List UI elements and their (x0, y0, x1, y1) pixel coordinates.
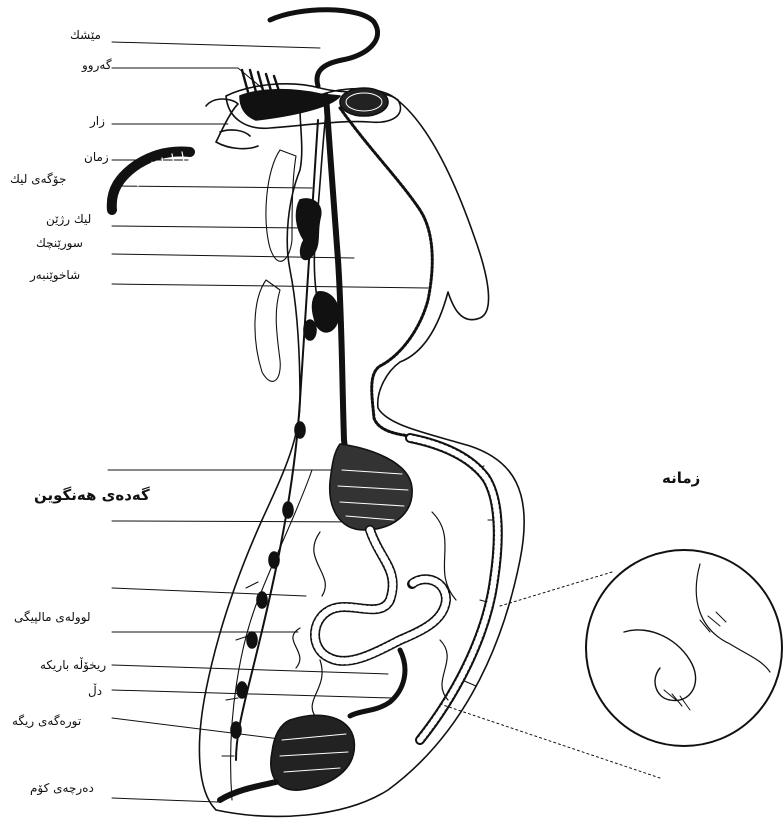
label-pharynx: گەروو (82, 58, 112, 72)
label-esophagus: سورێنچك (36, 236, 83, 250)
honey-stomach (330, 444, 412, 530)
leader-line-heart (112, 690, 392, 698)
label-brain: مێشك (70, 28, 101, 42)
label-small-intestine: ریخۆڵە باریکە (40, 658, 106, 672)
leader-line-small-intestine (112, 665, 388, 674)
leader-line-esophagus (112, 254, 354, 258)
label-tongue: زمان (84, 150, 109, 164)
head-loop (270, 10, 378, 86)
brain (340, 88, 388, 116)
midgut-rings (315, 530, 446, 661)
label-anus: دەرچەی کۆم (30, 781, 94, 795)
label-heart: دڵ (88, 684, 102, 698)
inset-pointer (440, 572, 660, 778)
nerve-ganglia (231, 320, 316, 738)
aorta (340, 108, 432, 436)
inset-mandible (696, 564, 770, 672)
inset-mouthpart (624, 630, 696, 701)
esophagus (326, 96, 348, 476)
leader-line-aorta (112, 284, 428, 288)
leader-line-honey-stomach (112, 521, 372, 522)
thorax-side-sac (255, 280, 280, 381)
label-mouth: زار (90, 114, 105, 128)
label-tongue-inset: زمانە (662, 471, 700, 485)
label-salivary-duct: جۆگەی لیك (10, 172, 66, 186)
label-rectum: تورەگەی ریگە (12, 714, 81, 728)
leader-line-brain (112, 42, 320, 48)
thorax-sac (266, 150, 296, 261)
label-aorta: شاخوێنبەر (30, 268, 80, 282)
inset-hairs (664, 612, 726, 710)
label-honey-stomach: گەدەی هەنگوین (34, 488, 150, 502)
leader-line-pharynx (112, 68, 262, 88)
leader-line-salivary-gland (112, 226, 308, 228)
leader-line-anus (112, 798, 218, 802)
tongue-detail-inset (586, 550, 782, 746)
leader-line-salivary-duct (112, 186, 312, 188)
thorax-gland (313, 292, 339, 332)
leader-line-midgut (112, 588, 306, 596)
label-salivary-gland: لیك رژێن (46, 212, 91, 226)
anus (220, 782, 276, 800)
label-malpighian-tubule: لوولەی مالپیگی (14, 610, 91, 624)
